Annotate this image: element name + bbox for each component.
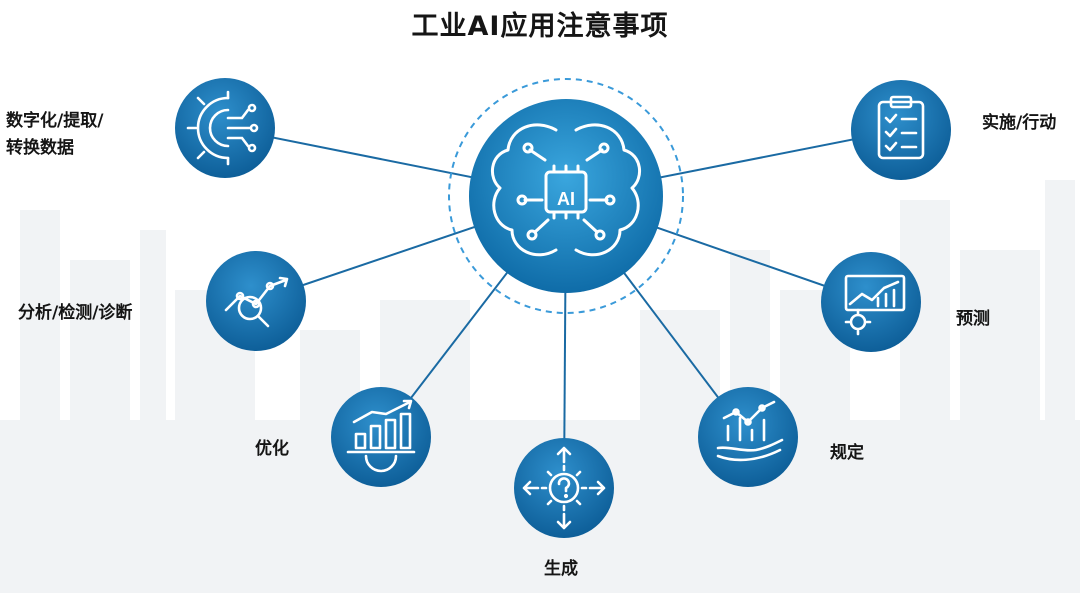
node-generate [514, 438, 614, 538]
hand-chart-icon [716, 400, 784, 462]
center-dashed-ring [448, 78, 684, 314]
page-title: 工业AI应用注意事项 [411, 11, 669, 42]
magnifier-chart-icon [224, 276, 289, 328]
node-predict [821, 252, 921, 352]
bar-chart-gear-icon [346, 399, 416, 473]
ai-chip-text: AI [557, 189, 575, 209]
node-implement [851, 80, 951, 180]
node-analyze [206, 251, 306, 351]
label-digitize: 数字化/提取/ 转换数据 [6, 111, 104, 158]
label-optimize: 优化 [255, 439, 289, 459]
clipboard-checklist-icon [877, 95, 925, 160]
node-prescribe [698, 387, 798, 487]
node-optimize [331, 387, 431, 487]
label-generate: 生成 [544, 559, 578, 579]
label-predict: 预测 [956, 309, 990, 329]
monitor-chart-gear-icon [844, 274, 906, 336]
brain-chip-icon [491, 123, 641, 257]
label-prescribe: 规定 [830, 443, 864, 463]
gear-question-arrows-icon [522, 446, 606, 530]
node-digitize [175, 78, 275, 178]
gear-circuit-icon [186, 90, 259, 166]
label-analyze: 分析/检测/诊断 [18, 303, 133, 323]
label-implement: 实施/行动 [982, 113, 1057, 133]
